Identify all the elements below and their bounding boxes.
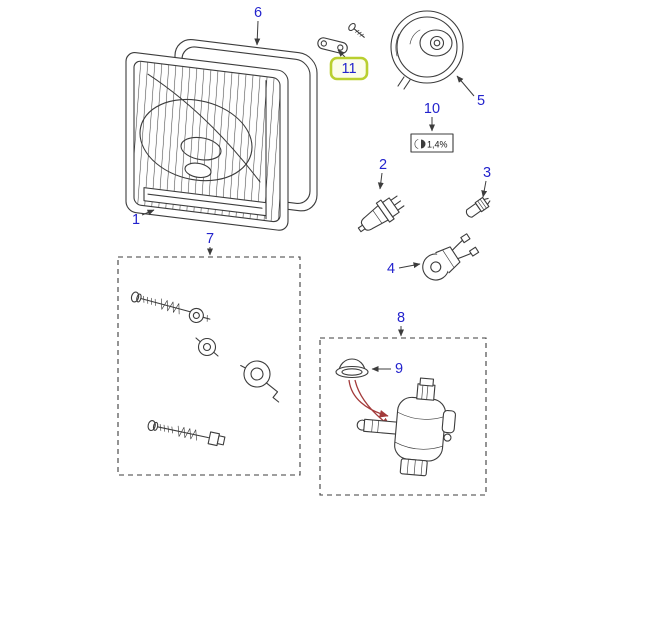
calibration-plate: 1,4% <box>410 133 454 153</box>
callout-4[interactable]: 4 <box>387 261 395 277</box>
group-box-8 <box>319 337 487 496</box>
leader-item6 <box>254 20 261 46</box>
leader-item1 <box>141 209 155 216</box>
group-box-7 <box>117 256 301 476</box>
adjuster-screw-2 <box>147 420 226 447</box>
bulb-main <box>357 195 405 233</box>
adjuster-trunnion <box>240 360 280 403</box>
callout-11-highlight[interactable] <box>329 56 369 81</box>
beam-icon-d <box>421 139 426 149</box>
headlamp-bowl <box>390 10 464 90</box>
leader-item4 <box>398 262 421 269</box>
callout-3[interactable]: 3 <box>483 165 491 181</box>
callout-7[interactable]: 7 <box>206 231 214 247</box>
callout-6[interactable]: 6 <box>254 5 262 21</box>
leveling-motor <box>356 377 456 477</box>
callout-2[interactable]: 2 <box>379 157 387 173</box>
callout-10[interactable]: 10 <box>424 101 440 117</box>
bulb-small <box>465 196 491 218</box>
retainer-screw <box>348 22 365 38</box>
headlamp-retainer <box>317 37 348 54</box>
leader-item11 <box>337 49 346 58</box>
locator-wire-1 <box>348 379 389 418</box>
beam-icon <box>414 139 419 149</box>
plate-value: 1,4% <box>427 140 448 150</box>
adjuster-screw-1 <box>130 291 211 324</box>
leader-item3 <box>481 180 488 198</box>
leader-item2 <box>377 172 384 190</box>
bulb-holder <box>422 233 480 281</box>
callout-1[interactable]: 1 <box>132 212 140 228</box>
leader-item5 <box>456 75 475 97</box>
headlamp-unit <box>125 52 289 231</box>
adjuster-clip <box>195 337 219 357</box>
callout-11[interactable]: 11 <box>341 61 356 77</box>
grommet-cap <box>335 358 369 379</box>
callout-9[interactable]: 9 <box>395 361 403 377</box>
callout-5[interactable]: 5 <box>477 93 485 109</box>
callout-8[interactable]: 8 <box>397 310 405 326</box>
